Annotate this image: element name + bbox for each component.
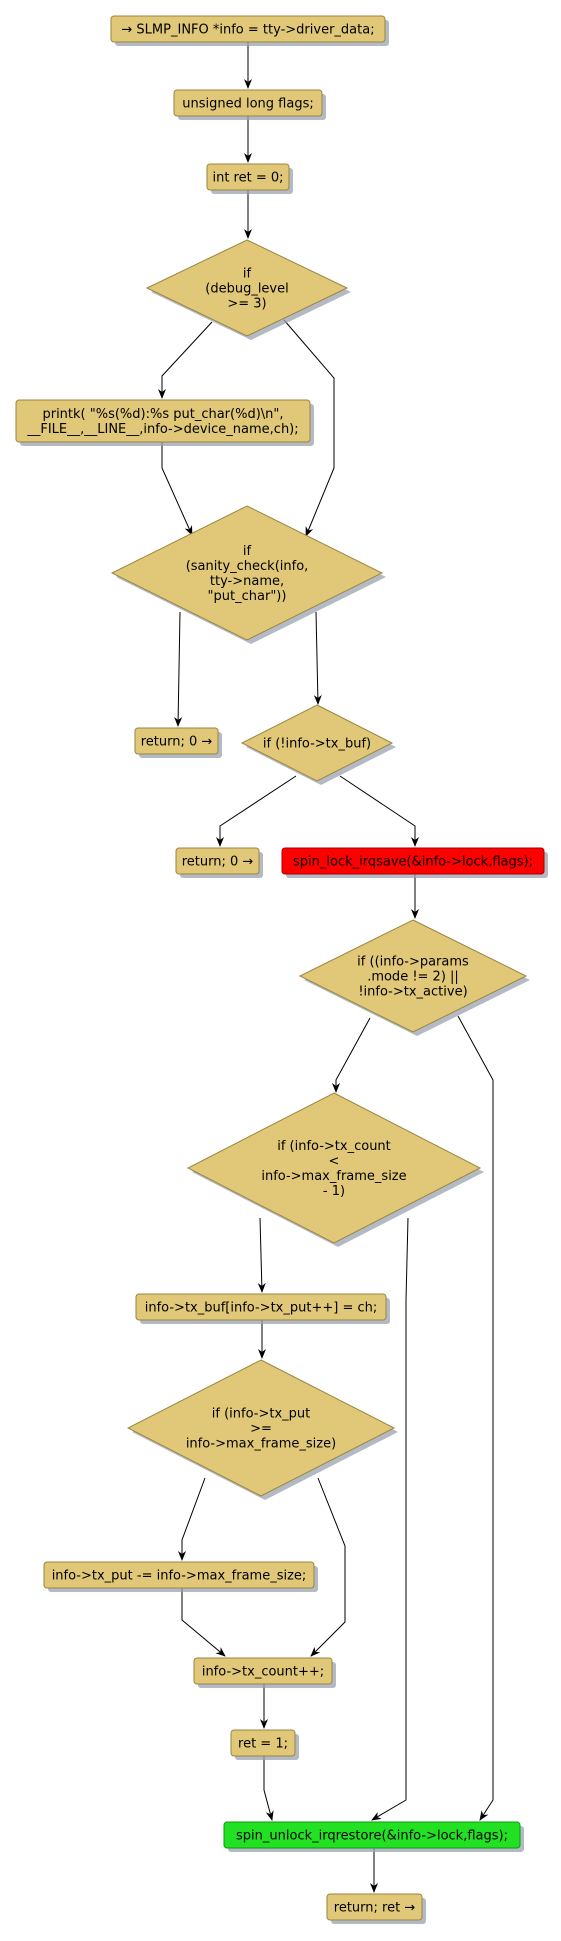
- ret-init-node-box: [206, 163, 290, 191]
- tx-buf-store-node: info->tx_buf[info->tx_put++] = ch;: [135, 1293, 390, 1324]
- info-assign-node-label: → SLMP_INFO *info = tty->driver_data;: [121, 23, 374, 38]
- return-sanity-node-label: return; 0 →: [141, 735, 213, 750]
- edge-put-sub: [178, 1477, 206, 1561]
- tx-mode-decision-label: !info->tx_active): [358, 985, 467, 1000]
- tx-count-decision-shape: [186, 1092, 482, 1244]
- ret-one-node-label: ret = 1;: [238, 1737, 288, 1752]
- edge-count-buf: [257, 1217, 266, 1293]
- sanity-check-decision: if(sanity_check(info,tty->name,"put_char…: [110, 505, 386, 644]
- edge-txbuf-spinlock: [339, 775, 419, 847]
- edge-sub-inc: [181, 1588, 226, 1657]
- tx-count-decision-label: info->max_frame_size: [261, 1169, 406, 1184]
- return-ret-node: return; ret →: [326, 1893, 426, 1924]
- ret-one-node-box: [230, 1729, 296, 1757]
- tx-put-decision: if (info->tx_put>=info->max_frame_size): [126, 1359, 398, 1500]
- tx-count-decision-label: if (info->tx_count: [277, 1139, 391, 1154]
- tx-buf-decision-shape: [240, 704, 394, 782]
- sanity-check-decision-shape: [110, 505, 384, 641]
- edge-mode-count: [332, 1017, 371, 1093]
- debug-level-decision-label: if: [243, 267, 252, 282]
- tx-mode-decision-shape: [298, 919, 528, 1033]
- return-txbuf-node: return; 0 →: [175, 847, 263, 878]
- spin-lock-node: spin_lock_irqsave(&info->lock,flags);: [281, 847, 548, 878]
- info-assign-node: → SLMP_INFO *info = tty->driver_data;: [110, 15, 389, 46]
- printk-node-label: printk( "%s(%d):%s put_char(%d)\n",: [42, 407, 283, 422]
- info-assign-node-box: [110, 15, 386, 43]
- edge-sanity-txbuf: [313, 611, 322, 705]
- tx-put-sub-node: info->tx_put -= info->max_frame_size;: [43, 1561, 318, 1592]
- edge-sanity-return: [174, 611, 183, 727]
- tx-put-decision-label: info->max_frame_size): [186, 1437, 336, 1452]
- debug-level-decision: if(debug_level>= 3): [145, 239, 351, 340]
- sanity-check-decision-label: "put_char")): [208, 589, 287, 604]
- edge-debug-printk: [158, 321, 213, 399]
- debug-level-decision-label: >= 3): [227, 297, 266, 312]
- spin-unlock-node-box: [223, 1821, 521, 1849]
- edge-debug-sanity: [283, 319, 335, 537]
- tx-put-decision-shape: [126, 1359, 396, 1497]
- tx-mode-decision-label: if ((info->params: [357, 955, 469, 970]
- ret-init-node-label: int ret = 0;: [212, 171, 283, 186]
- printk-node-label: __FILE__,__LINE__,info->device_name,ch);: [26, 422, 298, 437]
- ret-one-node: ret = 1;: [230, 1729, 299, 1760]
- tx-count-decision: if (info->tx_count<info->max_frame_size-…: [186, 1092, 484, 1247]
- tx-buf-decision: if (!info->tx_buf): [240, 704, 396, 785]
- sanity-check-decision-label: tty->name,: [210, 574, 284, 589]
- debug-level-decision-label: (debug_level: [205, 282, 288, 297]
- sanity-check-decision-label: (sanity_check(info,: [186, 559, 309, 574]
- return-sanity-node-box: [134, 727, 219, 755]
- edge-put-inc: [310, 1477, 346, 1657]
- tx-put-decision-label: >=: [250, 1422, 272, 1437]
- edge-ret1-unlock: [263, 1756, 274, 1821]
- tx-buf-store-node-label: info->tx_buf[info->tx_put++] = ch;: [145, 1301, 378, 1316]
- tx-put-decision-label: if (info->tx_put: [212, 1407, 310, 1422]
- spin-lock-node-box: [281, 847, 545, 875]
- flags-decl-node-box: [173, 89, 323, 117]
- tx-mode-decision: if ((info->params.mode != 2) ||!info->tx…: [298, 919, 530, 1036]
- edge-txbuf-return: [216, 775, 297, 847]
- debug-level-decision-shape: [145, 239, 349, 337]
- return-sanity-node: return; 0 →: [134, 727, 222, 758]
- edge-printk-sanity: [161, 442, 193, 536]
- spin-unlock-node-label: spin_unlock_irqrestore(&info->lock,flags…: [236, 1829, 508, 1844]
- return-txbuf-node-box: [175, 847, 260, 875]
- tx-put-sub-node-label: info->tx_put -= info->max_frame_size;: [52, 1569, 307, 1584]
- tx-count-decision-label: - 1): [323, 1184, 345, 1199]
- tx-buf-store-node-box: [135, 1293, 387, 1321]
- printk-node-box: [15, 399, 311, 443]
- tx-count-decision-label: <: [329, 1154, 340, 1169]
- flags-decl-node: unsigned long flags;: [173, 89, 326, 120]
- tx-count-inc-node: info->tx_count++;: [193, 1657, 336, 1688]
- spin-lock-node-label: spin_lock_irqsave(&info->lock,flags);: [293, 855, 533, 870]
- return-ret-node-box: [326, 1893, 423, 1921]
- edge-count-unlock: [371, 1217, 409, 1821]
- tx-count-inc-node-box: [193, 1657, 333, 1685]
- printk-node: printk( "%s(%d):%s put_char(%d)\n",__FIL…: [15, 399, 314, 446]
- sanity-check-decision-label: if: [243, 544, 252, 559]
- return-txbuf-node-label: return; 0 →: [182, 855, 254, 870]
- tx-count-inc-node-label: info->tx_count++;: [202, 1665, 324, 1680]
- tx-buf-decision-label: if (!info->tx_buf): [263, 737, 371, 752]
- edge-mode-unlock: [457, 1015, 494, 1821]
- tx-put-sub-node-box: [43, 1561, 315, 1589]
- tx-mode-decision-label: .mode != 2) ||: [367, 970, 459, 985]
- flags-decl-node-label: unsigned long flags;: [182, 97, 314, 112]
- return-ret-node-label: return; ret →: [334, 1901, 416, 1916]
- ret-init-node: int ret = 0;: [206, 163, 293, 194]
- spin-unlock-node: spin_unlock_irqrestore(&info->lock,flags…: [223, 1821, 524, 1852]
